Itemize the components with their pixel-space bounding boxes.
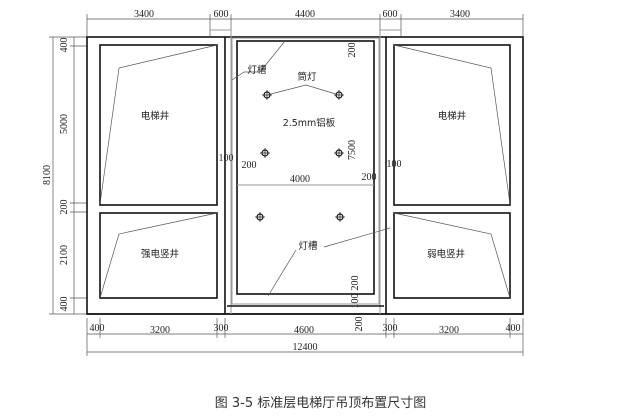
elevator-shaft-left-label: 电梯井 — [141, 110, 170, 122]
downlight-icon — [335, 212, 345, 222]
bottom-dim-1: 400 — [90, 323, 105, 334]
bottom-dim-4: 4600 — [294, 325, 314, 336]
left-dimension-chain: 400 5000 200 2100 400 8100 — [42, 36, 87, 315]
left-dim-3: 200 — [59, 200, 70, 215]
bottom-dim-5: 300 — [383, 323, 398, 334]
left-dim-4: 2100 — [59, 245, 70, 265]
elevator-shaft-left — [99, 44, 218, 206]
inner-dim-bottom-100: 100 — [350, 294, 361, 309]
downlight-icon — [260, 148, 270, 158]
bottom-dim-total: 12400 — [293, 342, 318, 353]
downlight-label: 筒灯 — [297, 71, 317, 83]
light-trough-label-top: 灯槽 — [247, 64, 267, 76]
downlights — [255, 90, 345, 222]
left-dim-total: 8100 — [42, 165, 53, 185]
inner-dim-bottom-200b: 200 — [354, 317, 365, 332]
light-trough-label-bottom: 灯槽 — [298, 240, 318, 252]
inner-width-dim: 4000 — [290, 174, 310, 185]
bottom-dimension-chain: 400 3200 300 4600 300 3200 400 12400 — [86, 318, 524, 356]
inner-dim-7500: 7500 — [347, 140, 358, 160]
weak-shaft-label: 弱电竖井 — [427, 248, 465, 260]
top-dim-3: 4400 — [295, 9, 315, 20]
inner-dim-left-100: 100 — [219, 153, 234, 164]
inner-dim-bottom-200: 200 — [350, 276, 361, 291]
top-dim-2: 600 — [214, 9, 229, 20]
weak-power-shaft — [393, 212, 511, 299]
top-dim-5: 3400 — [450, 9, 470, 20]
light-trough — [231, 37, 380, 305]
downlight-icon — [334, 148, 344, 158]
inner-dim-right-100: 100 — [387, 159, 402, 170]
left-dim-5: 400 — [59, 297, 70, 312]
left-dim-2: 5000 — [59, 114, 70, 134]
bottom-dim-6: 3200 — [439, 325, 459, 336]
aluminum-ceiling-panel — [236, 40, 375, 295]
inner-dim-top-200: 200 — [347, 43, 358, 58]
top-dimension-chain: 3400 600 4400 600 3400 — [86, 9, 524, 36]
downlight-icon — [255, 212, 265, 222]
inner-dim-left-200: 200 — [242, 160, 257, 171]
figure-caption: 图 3-5 标准层电梯厅吊顶布置尺寸图 — [214, 396, 427, 411]
inner-dim-right-200: 200 — [362, 172, 377, 183]
panel-label: 2.5mm铝板 — [283, 117, 336, 129]
top-dim-1: 3400 — [134, 9, 154, 20]
strong-power-shaft — [99, 212, 218, 299]
left-dim-1: 400 — [59, 38, 70, 53]
bottom-dim-7: 400 — [506, 323, 521, 334]
strong-shaft-label: 强电竖井 — [141, 248, 179, 260]
bottom-dim-2: 3200 — [150, 325, 170, 336]
top-dim-4: 600 — [383, 9, 398, 20]
elevator-shaft-right — [393, 44, 511, 206]
elevator-shaft-right-label: 电梯井 — [438, 110, 467, 122]
bottom-dim-3: 300 — [214, 323, 229, 334]
